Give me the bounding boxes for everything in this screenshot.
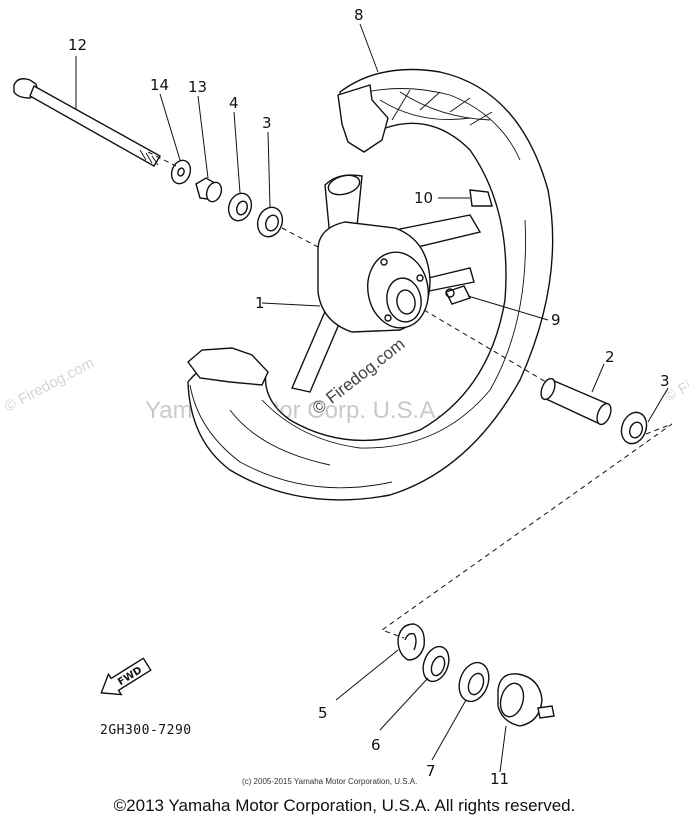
- callout-8: 8: [354, 6, 364, 24]
- axle-part-12: [13, 78, 161, 167]
- tire-section-upper: [337, 84, 389, 153]
- callout-12: 12: [68, 36, 87, 54]
- callout-9: 9: [551, 311, 561, 329]
- callout-5: 5: [318, 704, 328, 722]
- oil-seal-part-4: [227, 192, 253, 222]
- collar-part-13: [195, 177, 223, 203]
- forward-arrow-icon: FWD: [100, 657, 152, 696]
- washer-part-14: [170, 159, 192, 185]
- source-copyright: (c) 2005-2015 Yamaha Motor Corporation, …: [242, 777, 417, 786]
- callout-7: 7: [426, 762, 436, 780]
- callout-2: 2: [605, 348, 615, 366]
- footer-copyright: ©2013 Yamaha Motor Corporation, U.S.A. A…: [113, 796, 576, 815]
- callout-4: 4: [229, 94, 239, 112]
- callout-6: 6: [371, 736, 381, 754]
- bearing-part-7: [458, 661, 490, 703]
- callout-10: 10: [414, 189, 433, 207]
- callout-13: 13: [188, 78, 207, 96]
- meter-gear-unit-part-11: [497, 673, 555, 727]
- bearing-part-3-right: [620, 411, 648, 445]
- callout-14: 14: [150, 76, 169, 94]
- tire-part-8: [187, 68, 554, 501]
- spacer-part-2: [540, 377, 612, 426]
- circlip-part-5: [397, 623, 425, 661]
- callout-11: 11: [490, 770, 509, 788]
- tire-section-lower: [187, 347, 269, 386]
- assembly-lines: [147, 151, 673, 639]
- leader-lines: [75, 23, 669, 773]
- callout-3-left: 3: [262, 114, 272, 132]
- watermark-firedog-left: © Firedog.com: [2, 354, 97, 415]
- callout-1: 1: [255, 294, 265, 312]
- oil-seal-part-6: [422, 645, 450, 683]
- part-code: 2GH300-7290: [100, 723, 192, 738]
- callout-3-right: 3: [660, 372, 670, 390]
- wheel-hub-part-1: [317, 221, 431, 333]
- bearing-part-3-left: [256, 206, 284, 238]
- balance-weight-part-10: [469, 189, 493, 207]
- valve-part-9: [445, 285, 471, 305]
